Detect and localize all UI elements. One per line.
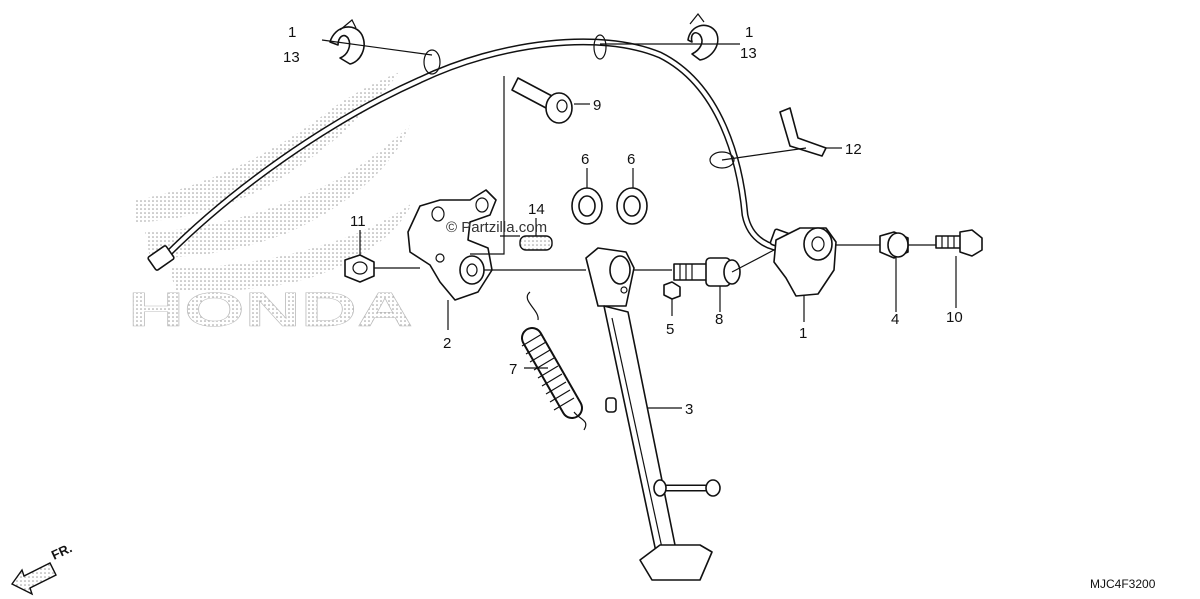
callout-13-top-right: 13 [740, 45, 757, 62]
callout-14: 14 [528, 201, 545, 218]
callout-5: 5 [666, 321, 674, 338]
callout-9: 9 [593, 97, 601, 114]
front-direction-arrow-icon [10, 562, 57, 596]
wire-connector [147, 245, 175, 271]
callout-1-top-left: 1 [288, 24, 296, 41]
callout-10: 10 [946, 309, 963, 326]
figure-code: MJC4F3200 [1090, 577, 1156, 591]
bolt-9 [511, 77, 573, 124]
bolt-8 [673, 257, 741, 287]
callout-4: 4 [891, 311, 899, 328]
callout-labels: 1 13 1 13 9 12 6 6 14 11 2 5 8 1 4 10 7 … [283, 24, 963, 418]
washer-6-left [571, 187, 603, 225]
callout-7: 7 [509, 361, 517, 378]
direction-label: FR. [49, 540, 74, 562]
bolt-10 [935, 229, 983, 257]
bolt-4 [879, 231, 909, 259]
leader-lines [321, 39, 957, 409]
callout-1-top-right: 1 [745, 24, 753, 41]
callout-3: 3 [685, 401, 693, 418]
side-stand-3 [585, 247, 721, 581]
bracket-2 [407, 189, 497, 301]
nut-5 [663, 281, 681, 300]
wire-clamp-left [329, 19, 365, 65]
callout-2: 2 [443, 335, 451, 352]
callout-6-right: 6 [627, 151, 635, 168]
spring-7 [521, 291, 587, 431]
washer-6-right [616, 187, 648, 225]
callout-13-top-left: 13 [283, 49, 300, 66]
watermark-text: © Partzilla.com [446, 219, 547, 236]
nut-11 [344, 254, 375, 283]
wire-clamp-right [687, 13, 719, 61]
callout-11: 11 [350, 213, 366, 230]
callout-12: 12 [845, 141, 862, 158]
brand-logo-text: HONDA [128, 284, 413, 337]
callout-8: 8 [715, 311, 723, 328]
sidestand-switch-1 [773, 227, 837, 297]
callout-6-left: 6 [581, 151, 589, 168]
rubber-14 [519, 235, 553, 251]
honda-wing-logo: HONDA [128, 72, 413, 337]
callout-1: 1 [799, 325, 807, 342]
